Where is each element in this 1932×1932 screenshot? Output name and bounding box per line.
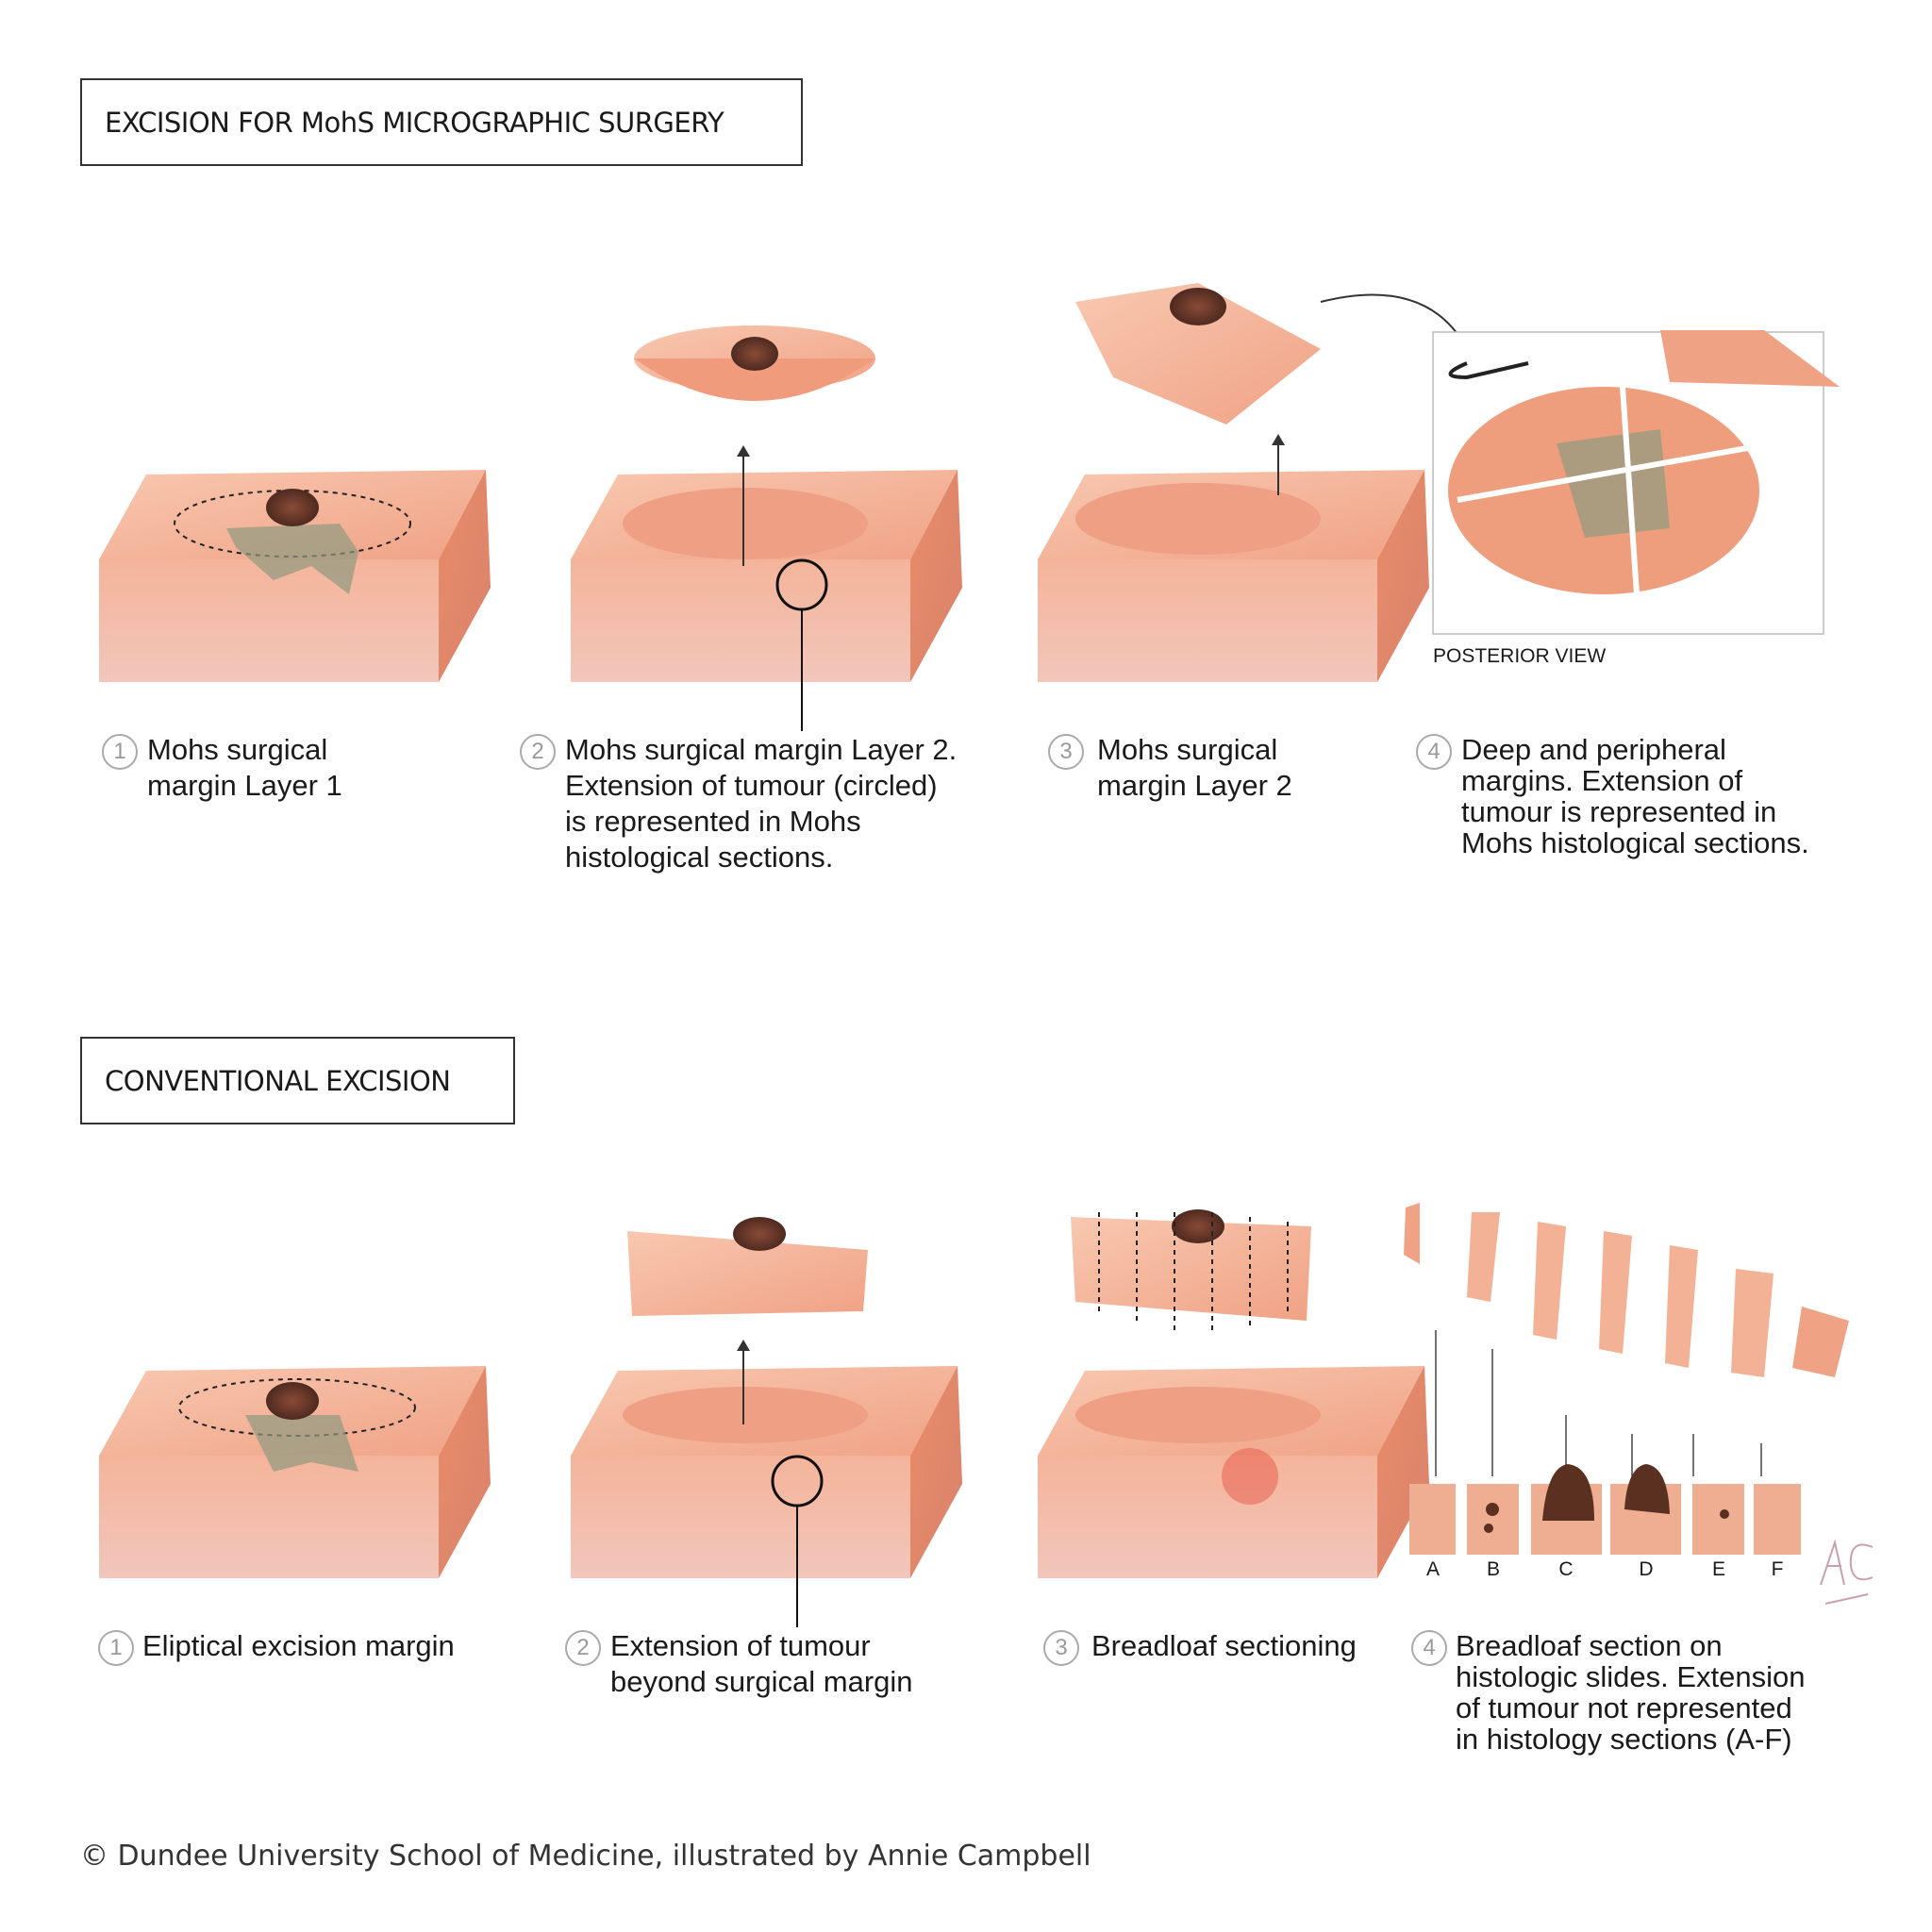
step-number: 3	[1048, 734, 1084, 770]
step-number: 4	[1411, 1630, 1447, 1666]
caption-line: margin Layer 1	[147, 769, 342, 802]
caption-line: margin Layer 2	[1097, 769, 1292, 802]
slide-label-c: C	[1558, 1558, 1574, 1580]
caption-line: is represented in Mohs	[565, 805, 861, 838]
conventional-step3-caption: Breadloaf sectioning	[1091, 1628, 1357, 1664]
slide-label-d: D	[1639, 1558, 1654, 1580]
mohs-step1-caption: Mohs surgical margin Layer 1	[147, 732, 342, 804]
slide-label-f: F	[1771, 1558, 1784, 1580]
mohs-step3-caption: Mohs surgical margin Layer 2	[1097, 732, 1292, 804]
histology-slides	[1409, 1484, 1801, 1555]
caption-line: Breadloaf sectioning	[1091, 1629, 1357, 1662]
caption-line: of tumour not represented	[1456, 1691, 1792, 1724]
mohs-step3-block	[1038, 283, 1473, 682]
step-number: 3	[1043, 1630, 1079, 1666]
conventional-step4-caption: Breadloaf section on histologic slides. …	[1456, 1630, 1805, 1755]
conventional-step3-block	[1038, 1209, 1429, 1578]
caption-line: in histology sections (A-F)	[1456, 1723, 1792, 1756]
mohs-step4-caption: Deep and peripheral margins. Extension o…	[1461, 734, 1809, 858]
caption-line: beyond surgical margin	[610, 1665, 913, 1698]
conventional-step1-caption: Eliptical excision margin	[142, 1628, 455, 1664]
conventional-step1-block	[99, 1366, 491, 1578]
mohs-section-title: EXCISION FOR MohS MICROGRAPHIC SURGERY	[80, 78, 803, 166]
step-number: 1	[98, 1630, 134, 1666]
mohs-step2-caption: Mohs surgical margin Layer 2. Extension …	[565, 732, 957, 875]
step-number: 4	[1416, 734, 1452, 770]
conventional-step2-block	[571, 1217, 962, 1627]
step-number: 2	[520, 734, 556, 770]
caption-line: Mohs surgical	[147, 733, 328, 766]
caption-line: histologic slides. Extension	[1456, 1660, 1806, 1693]
posterior-view-label: POSTERIOR VIEW	[1433, 645, 1607, 667]
caption-line: Mohs surgical margin Layer 2.	[565, 733, 958, 766]
slide-label-a: A	[1425, 1558, 1440, 1580]
caption-line: Deep and peripheral	[1461, 733, 1726, 766]
step-number: 2	[565, 1630, 601, 1666]
caption-line: Extension of tumour (circled)	[565, 769, 938, 802]
artist-signature	[1820, 1539, 1874, 1605]
breadloaf-sections	[1404, 1203, 1849, 1555]
tumour	[266, 489, 319, 526]
mohs-step2-block	[571, 325, 962, 731]
caption-line: Eliptical excision margin	[142, 1629, 455, 1662]
slide-f	[1754, 1484, 1801, 1555]
caption-line: margins. Extension of	[1461, 764, 1743, 797]
conventional-step2-caption: Extension of tumour beyond surgical marg…	[610, 1628, 913, 1700]
slide-b	[1467, 1484, 1519, 1555]
copyright-footer: © Dundee University School of Medicine, …	[80, 1840, 1091, 1873]
mohs-step1-block	[99, 470, 491, 682]
slide-label-e: E	[1711, 1558, 1725, 1580]
conventional-section-title: CONVENTIONAL EXCISION	[80, 1037, 515, 1124]
caption-line: Mohs surgical	[1097, 733, 1278, 766]
step-number: 1	[102, 734, 138, 770]
caption-line: histological sections.	[565, 841, 834, 874]
posterior-view-frame	[1432, 330, 1840, 635]
slide-a	[1409, 1484, 1456, 1555]
caption-line: Extension of tumour	[610, 1629, 871, 1662]
caption-line: Breadloaf section on	[1456, 1629, 1723, 1662]
slide-label-b: B	[1486, 1558, 1500, 1580]
caption-line: Mohs histological sections.	[1461, 826, 1809, 859]
slide-e	[1692, 1484, 1744, 1555]
caption-line: tumour is represented in	[1461, 795, 1777, 828]
